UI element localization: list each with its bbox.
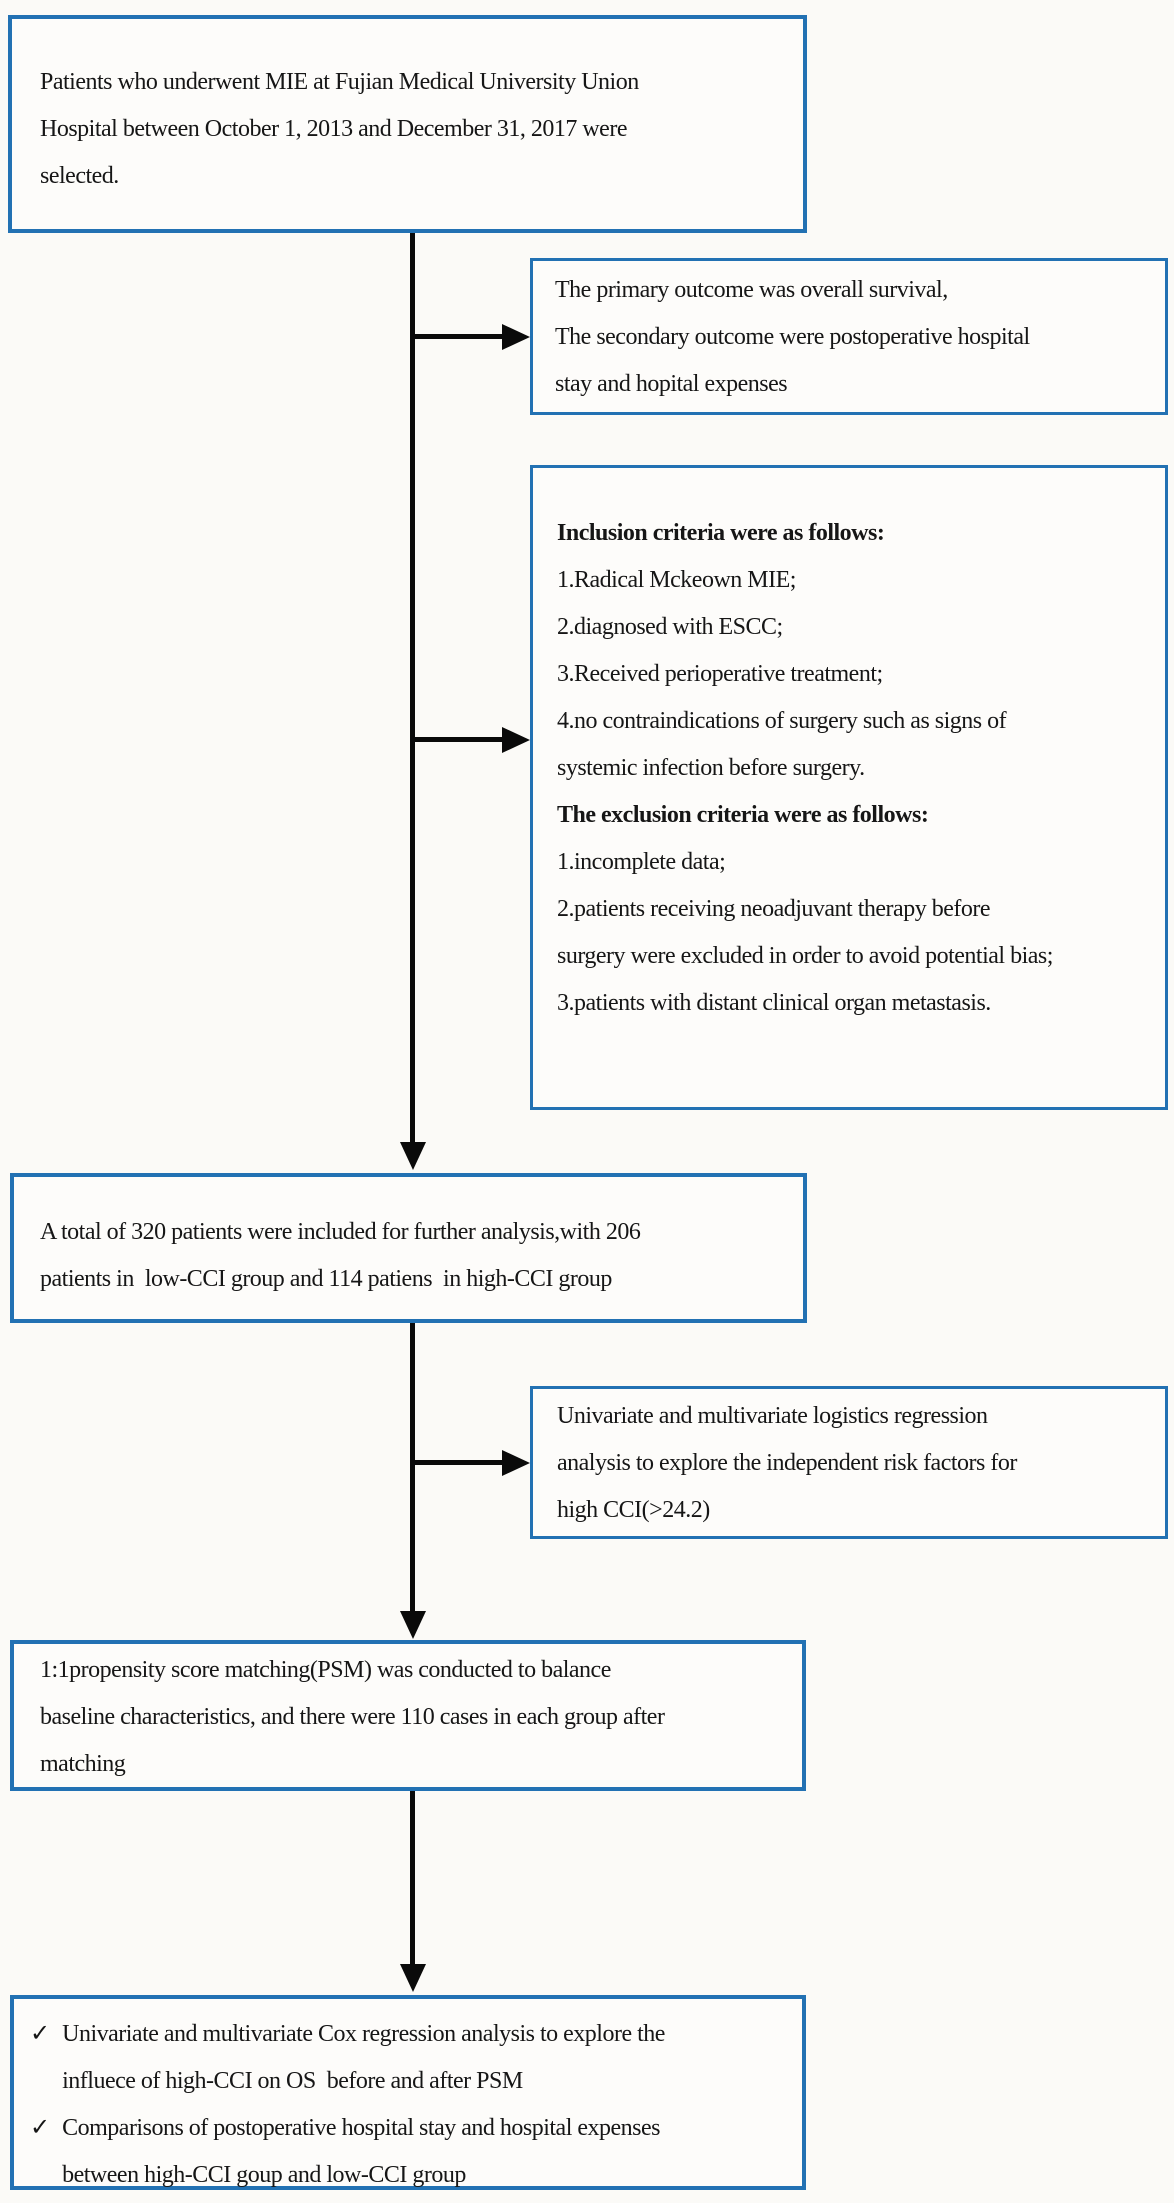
patient-selection-text: Patients who underwent MIE at Fujian Med… <box>40 69 639 189</box>
arrowhead-down-into-final <box>400 1964 426 1992</box>
flow-line-selection-to-cohort <box>410 233 415 1142</box>
flow-line-psm-to-final <box>410 1791 415 1964</box>
box-cohort-totals: A total of 320 patients were included fo… <box>10 1173 807 1323</box>
final-analysis-item: ✓ Univariate and multivariate Cox regres… <box>30 2011 792 2105</box>
exclusion-criteria-header: The exclusion criteria were as follows: <box>557 802 929 828</box>
box-criteria: Inclusion criteria were as follows: 1.Ra… <box>530 465 1168 1110</box>
logistic-regression-text: Univariate and multivariate logistics re… <box>557 1403 1017 1523</box>
box-logistic-regression: Univariate and multivariate logistics re… <box>530 1386 1168 1539</box>
arrowhead-right-into-regression <box>502 1450 530 1476</box>
arrowhead-right-into-outcomes <box>502 324 530 350</box>
branch-line-to-outcomes <box>412 334 502 339</box>
final-analysis-item-text: Univariate and multivariate Cox regressi… <box>62 2021 665 2094</box>
final-analysis-item: ✓ Comparisons of postoperative hospital … <box>30 2105 792 2199</box>
arrowhead-right-into-criteria <box>502 727 530 753</box>
outcomes-text: The primary outcome was overall survival… <box>555 277 1030 397</box>
checkmark-icon: ✓ <box>30 2021 51 2047</box>
arrowhead-down-into-psm <box>400 1611 426 1639</box>
psm-text: 1:1propensity score matching(PSM) was co… <box>40 1657 665 1777</box>
inclusion-criteria-list: 1.Radical Mckeown MIE; 2.diagnosed with … <box>557 567 1007 781</box>
final-analysis-item-text: Comparisons of postoperative hospital st… <box>62 2115 661 2188</box>
box-psm: 1:1propensity score matching(PSM) was co… <box>10 1640 806 1791</box>
flow-line-cohort-to-psm <box>410 1323 415 1611</box>
cohort-totals-text: A total of 320 patients were included fo… <box>40 1219 641 1292</box>
box-outcomes: The primary outcome was overall survival… <box>530 258 1168 415</box>
box-patient-selection: Patients who underwent MIE at Fujian Med… <box>8 15 807 233</box>
inclusion-criteria-header: Inclusion criteria were as follows: <box>557 520 885 546</box>
branch-line-to-regression <box>412 1460 502 1465</box>
checkmark-icon: ✓ <box>30 2115 51 2141</box>
box-final-analyses: ✓ Univariate and multivariate Cox regres… <box>10 1995 806 2190</box>
arrowhead-down-into-cohort <box>400 1142 426 1170</box>
exclusion-criteria-list: 1.incomplete data; 2.patients receiving … <box>557 849 1053 1016</box>
branch-line-to-criteria <box>412 737 502 742</box>
